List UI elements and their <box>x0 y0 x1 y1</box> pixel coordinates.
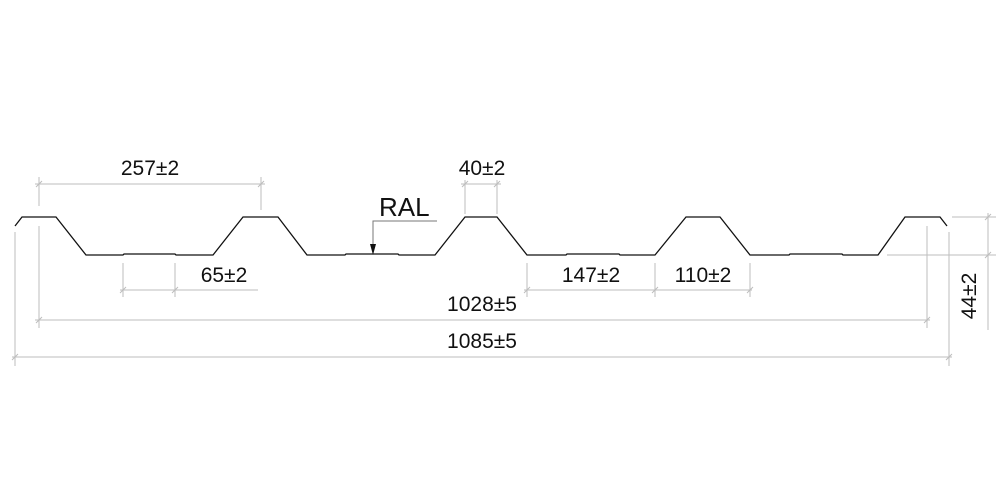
crest-width-label: 40±2 <box>459 157 506 180</box>
stiffener-width-label: 65±2 <box>201 264 248 287</box>
dim-rib-pitch: 257±2 <box>35 157 265 210</box>
profile-height-label: 44±2 <box>958 273 981 320</box>
dim-trough-width: 147±2 <box>523 263 752 297</box>
sheet-profile <box>14 216 948 256</box>
rib-pitch-label: 257±2 <box>121 157 179 180</box>
total-width-label: 1085±5 <box>447 330 517 353</box>
coating-callout: RAL <box>370 192 437 255</box>
coating-label: RAL <box>379 192 430 222</box>
dim-stiffener-width: 65±2 <box>119 263 258 297</box>
dim-crest-width: 40±2 <box>459 157 506 214</box>
rib-base-width-label: 110±2 <box>675 264 732 287</box>
dim-profile-height: 44±2 <box>887 213 996 330</box>
dim-rib-base-width: 110±2 <box>675 263 754 297</box>
trough-width-label: 147±2 <box>562 264 620 287</box>
dim-total-width: 1085±5 <box>11 232 953 366</box>
effective-width-label: 1028±5 <box>447 293 517 316</box>
dim-effective-width: 1028±5 <box>35 226 931 328</box>
